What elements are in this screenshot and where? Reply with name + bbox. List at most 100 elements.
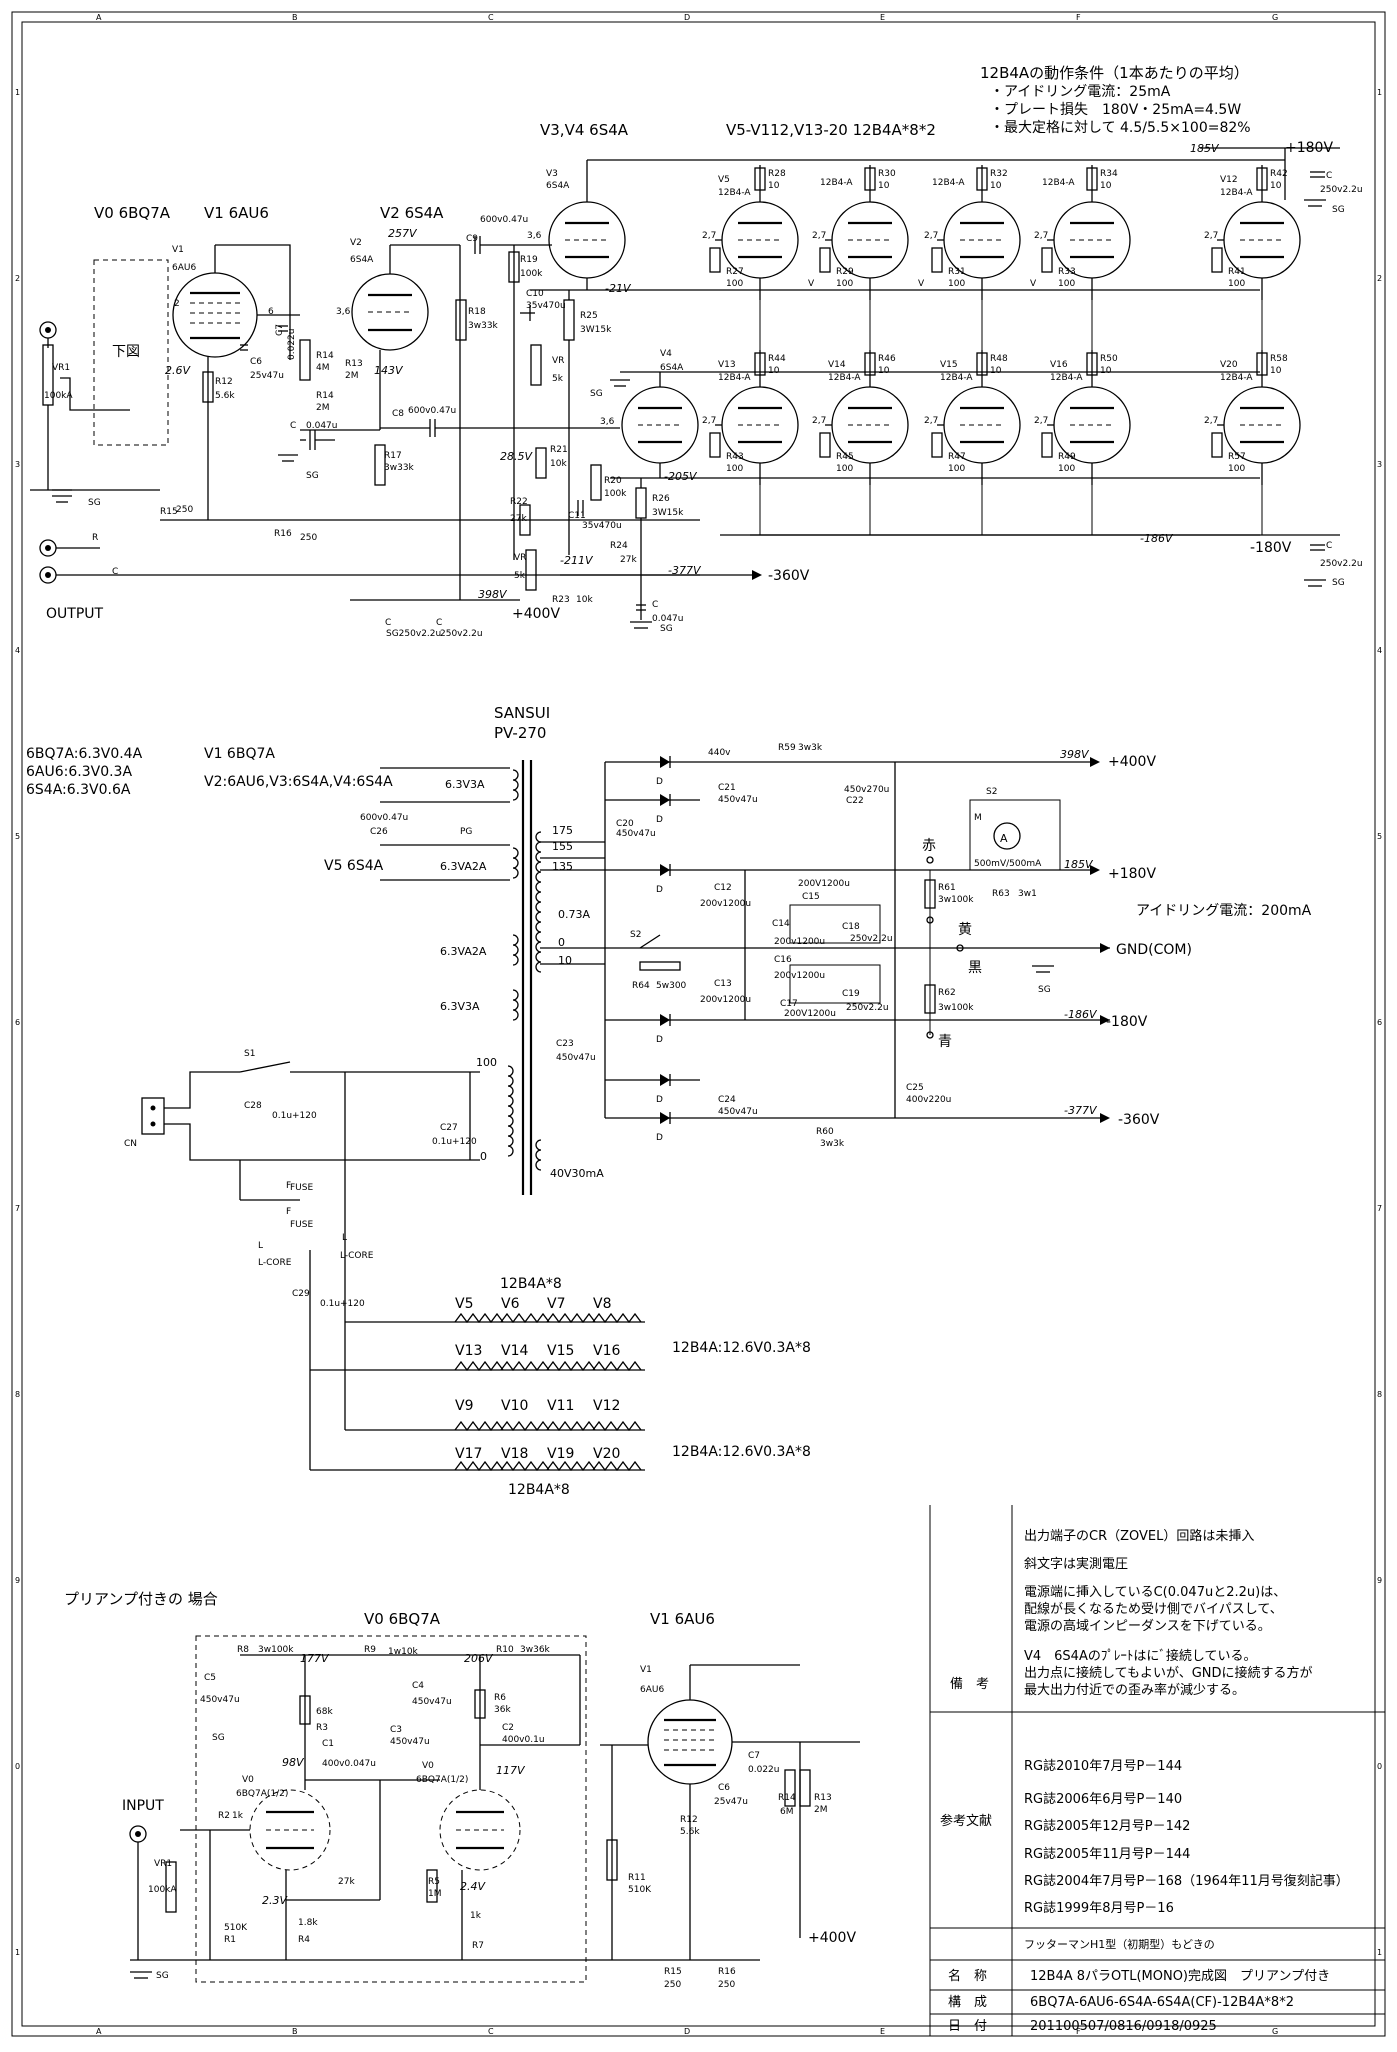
label: 斜文字は実測電圧: [1024, 1556, 1128, 1572]
label: 0.022u: [748, 1765, 779, 1775]
label: +180V: [1108, 866, 1156, 882]
label: 0: [558, 936, 565, 949]
label: 2,7: [1034, 231, 1048, 241]
label: C: [385, 618, 391, 628]
label: R29: [836, 267, 854, 277]
label: 3w33k: [468, 321, 499, 331]
label: 電源端に挿入しているC(0.047uと2.2u)は、: [1024, 1585, 1286, 1600]
label: 600v0.47u: [408, 406, 456, 416]
label: +180V: [1285, 140, 1333, 156]
label: R58: [1270, 354, 1288, 364]
header-title: 12B4Aの動作条件（1本あたりの平均）: [980, 64, 1249, 82]
label: 100kA: [148, 1885, 177, 1895]
border-row-label: 0: [15, 1762, 20, 1771]
label: 6AU6: [640, 1685, 664, 1695]
label: R2: [218, 1811, 230, 1821]
label: R33: [1058, 267, 1076, 277]
label: V0: [422, 1761, 434, 1771]
label: 400v220u: [906, 1095, 951, 1105]
heater-filament: [454, 1460, 504, 1472]
tube-title-output: V5-V112,V13-20 12B4A*8*2: [726, 121, 936, 139]
border-row-label: 5: [15, 832, 20, 841]
label: 200V1200u: [784, 1009, 836, 1019]
label: R47: [948, 452, 966, 462]
label: 250v2.2u: [850, 934, 893, 944]
grid-resistor: [931, 247, 943, 273]
winding: [512, 847, 519, 879]
label: C10: [526, 289, 544, 299]
grid-resistor: [709, 432, 721, 458]
label: 6: [268, 307, 274, 317]
label: R17: [384, 451, 402, 461]
label: C9: [466, 234, 478, 244]
label: 2,7: [924, 231, 938, 241]
label: V12: [1220, 175, 1238, 185]
label: R59: [778, 743, 796, 753]
label: R12: [215, 377, 233, 387]
label: 12B4A:12.6V0.3A*8: [672, 1340, 811, 1356]
border-col-label: G: [1272, 13, 1278, 22]
label: 0.047u: [306, 421, 337, 431]
outer-border: [11, 11, 1386, 2037]
label: R22: [510, 497, 528, 507]
label: C17: [780, 999, 798, 1009]
label: R61: [938, 883, 956, 893]
label: 6BQ7A:6.3V0.4A: [26, 746, 143, 762]
label: 600v0.47u: [480, 215, 528, 225]
label: 450v47u: [556, 1053, 596, 1063]
grid-resistor: [1041, 247, 1053, 273]
heater-filament: [500, 1312, 550, 1324]
label: 下図: [112, 344, 140, 360]
label: 0.1u+120: [320, 1299, 365, 1309]
label: 6S4A: [350, 255, 374, 265]
label: 155: [552, 840, 573, 853]
label: 250v2.2u: [1320, 559, 1363, 569]
tube-title-v1: V1 6AU6: [204, 204, 269, 222]
label: V14: [828, 360, 846, 370]
label: 36k: [494, 1705, 511, 1715]
label: -360V: [768, 568, 810, 584]
label: 1w10k: [388, 1647, 419, 1657]
label: V0: [242, 1775, 254, 1785]
border-col-label: B: [292, 2027, 298, 2036]
label: R41: [1228, 267, 1246, 277]
label: 185V: [1064, 858, 1094, 871]
label: V4: [660, 349, 672, 359]
winding: [512, 769, 519, 801]
label: 5k: [552, 374, 564, 384]
heater-filament: [592, 1312, 642, 1324]
label: 450v47u: [412, 1697, 452, 1707]
resistor-r3: [299, 1695, 311, 1725]
label: 3w36k: [520, 1645, 551, 1655]
ground-symbol: [1304, 579, 1326, 587]
label: SG250v2.2u: [386, 629, 441, 639]
label: 2.6V: [165, 364, 191, 377]
label: 398V: [478, 588, 508, 601]
label: 10: [878, 366, 890, 376]
label: R25: [580, 311, 598, 321]
border-row-label: 7: [1377, 1204, 1382, 1213]
ground-symbol: [1032, 965, 1054, 973]
label: 10k: [576, 595, 593, 605]
label: 日 付: [948, 2019, 987, 2034]
label: 40V30mA: [550, 1167, 604, 1180]
label: 6BQ7A-6AU6-6S4A-6S4A(CF)-12B4A*8*2: [1030, 1995, 1294, 2010]
label: 3w1: [1018, 889, 1037, 899]
label: S1: [244, 1049, 255, 1059]
label: 3,6: [527, 231, 542, 241]
label: SG: [660, 624, 673, 634]
border-row-label: 5: [1377, 832, 1382, 841]
label: R4: [298, 1935, 310, 1945]
heater-strings: 12B4A*8 12B4A*8 12B4A:12.6V0.3A*8 12B4A:…: [310, 1276, 811, 1498]
label: V1 6AU6: [650, 1610, 715, 1628]
label: 200v1200u: [700, 995, 751, 1005]
label: C7: [748, 1751, 760, 1761]
label: 10: [768, 366, 780, 376]
tube-title-v3v4: V3,V4 6S4A: [540, 121, 629, 139]
label: R11: [628, 1873, 646, 1883]
grid-resistor: [1211, 247, 1223, 273]
label: +400V: [808, 1930, 856, 1946]
cap-bank: [789, 904, 881, 944]
